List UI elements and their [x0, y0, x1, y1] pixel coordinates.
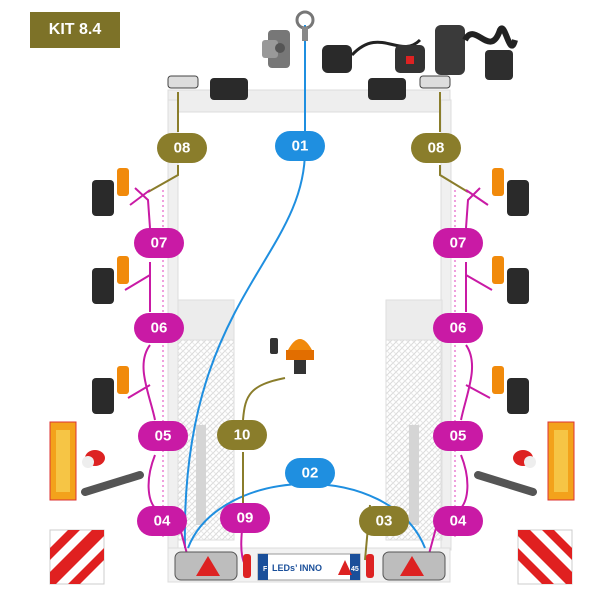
connector-label-pill	[134, 313, 184, 343]
connector-label-pill	[433, 313, 483, 343]
connector-label-text: 08	[428, 140, 445, 157]
connector-label-02: 02	[285, 458, 335, 488]
connector-label-04: 04	[137, 506, 187, 536]
side-marker-lamp-icon	[92, 168, 529, 414]
connector-label-text: 04	[154, 513, 171, 530]
connector-label-text: 10	[234, 427, 251, 444]
connector-label-text: 07	[450, 235, 467, 252]
beacon-light-icon	[270, 338, 314, 374]
connector-label-pill	[285, 458, 335, 488]
connector-label-08: 08	[411, 133, 461, 163]
connector-label-07: 07	[433, 228, 483, 258]
connector-label-pill	[217, 420, 267, 450]
ring-connector-icon	[295, 10, 315, 41]
kit-badge: KIT 8.4	[30, 12, 120, 48]
coiled-cable-plug-icon	[322, 25, 518, 80]
connector-labels: 08 01 08 07 07 06 06 10 05 05 02 04 09 03 04	[134, 131, 483, 536]
connector-label-pill	[138, 421, 188, 451]
connector-label-04: 04	[433, 506, 483, 536]
connector-label-06: 06	[433, 313, 483, 343]
warning-plate-icon	[49, 529, 573, 585]
connector-label-pill	[157, 133, 207, 163]
plate-left-digit: F	[263, 566, 268, 573]
connector-label-05: 05	[433, 421, 483, 451]
outline-marker-lamp-icon	[167, 75, 451, 100]
connector-label-text: 06	[450, 320, 467, 337]
connector-label-pill	[220, 503, 270, 533]
connector-label-text: 04	[450, 513, 467, 530]
bracket-lamp-icon	[81, 450, 537, 496]
rear-combination-lamp-icon	[174, 551, 446, 581]
connector-label-text: 06	[151, 320, 168, 337]
plate-brand: LEDs’ INNO	[272, 563, 322, 573]
connector-label-06: 06	[134, 313, 184, 343]
connector-label-01: 01	[275, 131, 325, 161]
connector-label-text: 05	[155, 428, 172, 445]
connector-label-pill	[433, 506, 483, 536]
connector-label-text: 07	[151, 235, 168, 252]
connector-label-pill	[275, 131, 325, 161]
connector-label-text: 05	[450, 428, 467, 445]
connector-label-pill	[411, 133, 461, 163]
connector-label-pill	[433, 421, 483, 451]
connector-label-text: 01	[292, 138, 309, 155]
connector-label-03: 03	[359, 506, 409, 536]
trailer-frame	[167, 89, 452, 583]
connector-label-07: 07	[134, 228, 184, 258]
connector-label-text: 02	[302, 465, 319, 482]
connector-label-pill	[359, 506, 409, 536]
connector-label-pill	[433, 228, 483, 258]
retroreflector-icon	[49, 421, 575, 501]
connector-label-pill	[134, 228, 184, 258]
connector-label-05: 05	[138, 421, 188, 451]
license-plate-icon	[257, 553, 361, 581]
connector-label-text: 03	[376, 513, 393, 530]
connector-label-text: 09	[237, 510, 254, 527]
connector-label-09: 09	[220, 503, 270, 533]
connector-label-10: 10	[217, 420, 267, 450]
adapter-plug-icon	[262, 30, 290, 68]
plate-right-digit: 45	[351, 566, 359, 573]
connector-label-08: 08	[157, 133, 207, 163]
connector-label-pill	[137, 506, 187, 536]
wiring	[124, 25, 493, 566]
connector-label-text: 08	[174, 140, 191, 157]
